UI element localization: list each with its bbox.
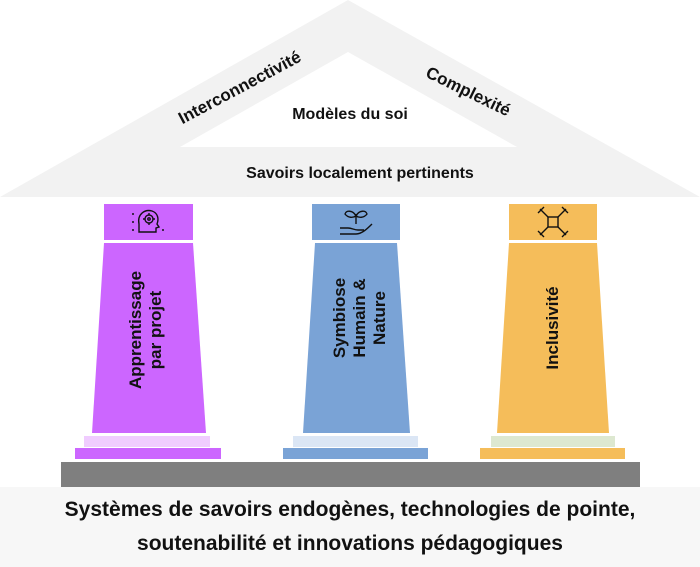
pillar-capital	[104, 204, 193, 240]
pillar-base-top	[293, 436, 418, 447]
pillar-label-symbiose: Symbiose Humain & Nature	[330, 278, 390, 358]
foundation	[0, 487, 700, 567]
foundation-line-1: Systèmes de savoirs endogènes, technolog…	[64, 498, 636, 521]
pillar-label-inclusivite: Inclusivité	[543, 286, 563, 369]
roof-center-label: Modèles du soi	[292, 106, 408, 123]
foundation-line-2: soutenabilité et innovations pédagogique…	[137, 532, 563, 555]
pillar-base-bottom	[480, 448, 625, 459]
pillar-symbiose	[283, 204, 428, 459]
pillar-base-bottom	[283, 448, 428, 459]
roof	[0, 0, 700, 197]
beam-label: Savoirs localement pertinents	[246, 165, 474, 182]
joined-hands-icon	[537, 206, 569, 238]
pillar-label-line: par projet	[146, 290, 165, 370]
pillar-shaft	[303, 243, 410, 433]
pillar-capital	[509, 204, 597, 240]
plinth	[61, 462, 640, 487]
pillar-label-line: Nature	[370, 291, 389, 345]
pillar-base-top	[491, 436, 615, 447]
pillar-base-top	[84, 436, 210, 447]
plant-hand-icon	[340, 210, 373, 235]
pillar-shaft	[497, 243, 609, 433]
pillar-label-apprentissage: Apprentissage par projet	[126, 271, 166, 389]
pillar-label-line: Humain &	[350, 278, 369, 358]
pillar-apprentissage	[75, 204, 221, 459]
foundation-text: Systèmes de savoirs endogènes, technolog…	[0, 487, 700, 567]
gear-head-icon	[132, 209, 164, 233]
pillar-base-bottom	[75, 448, 221, 459]
pillar-shaft	[92, 243, 206, 433]
pillar-inclusivite	[480, 204, 625, 459]
pillar-label-line: Inclusivité	[543, 286, 562, 370]
pillar-label-line: Apprentissage	[126, 270, 145, 390]
beam	[180, 147, 517, 197]
pillar-label-line: Symbiose	[330, 277, 349, 359]
